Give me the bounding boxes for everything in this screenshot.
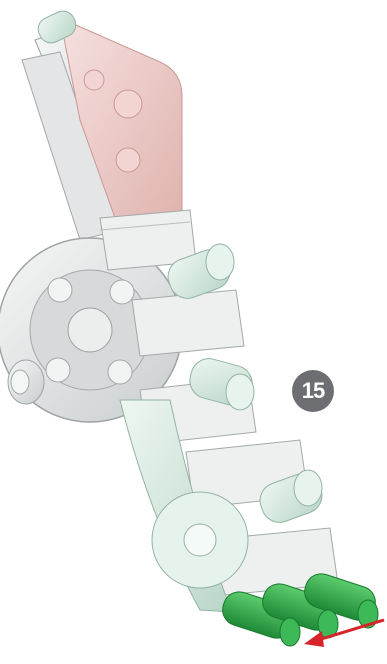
step-number: 15 bbox=[302, 378, 324, 404]
step-number-badge: 15 bbox=[292, 370, 334, 412]
left-axle-knob bbox=[8, 360, 44, 404]
